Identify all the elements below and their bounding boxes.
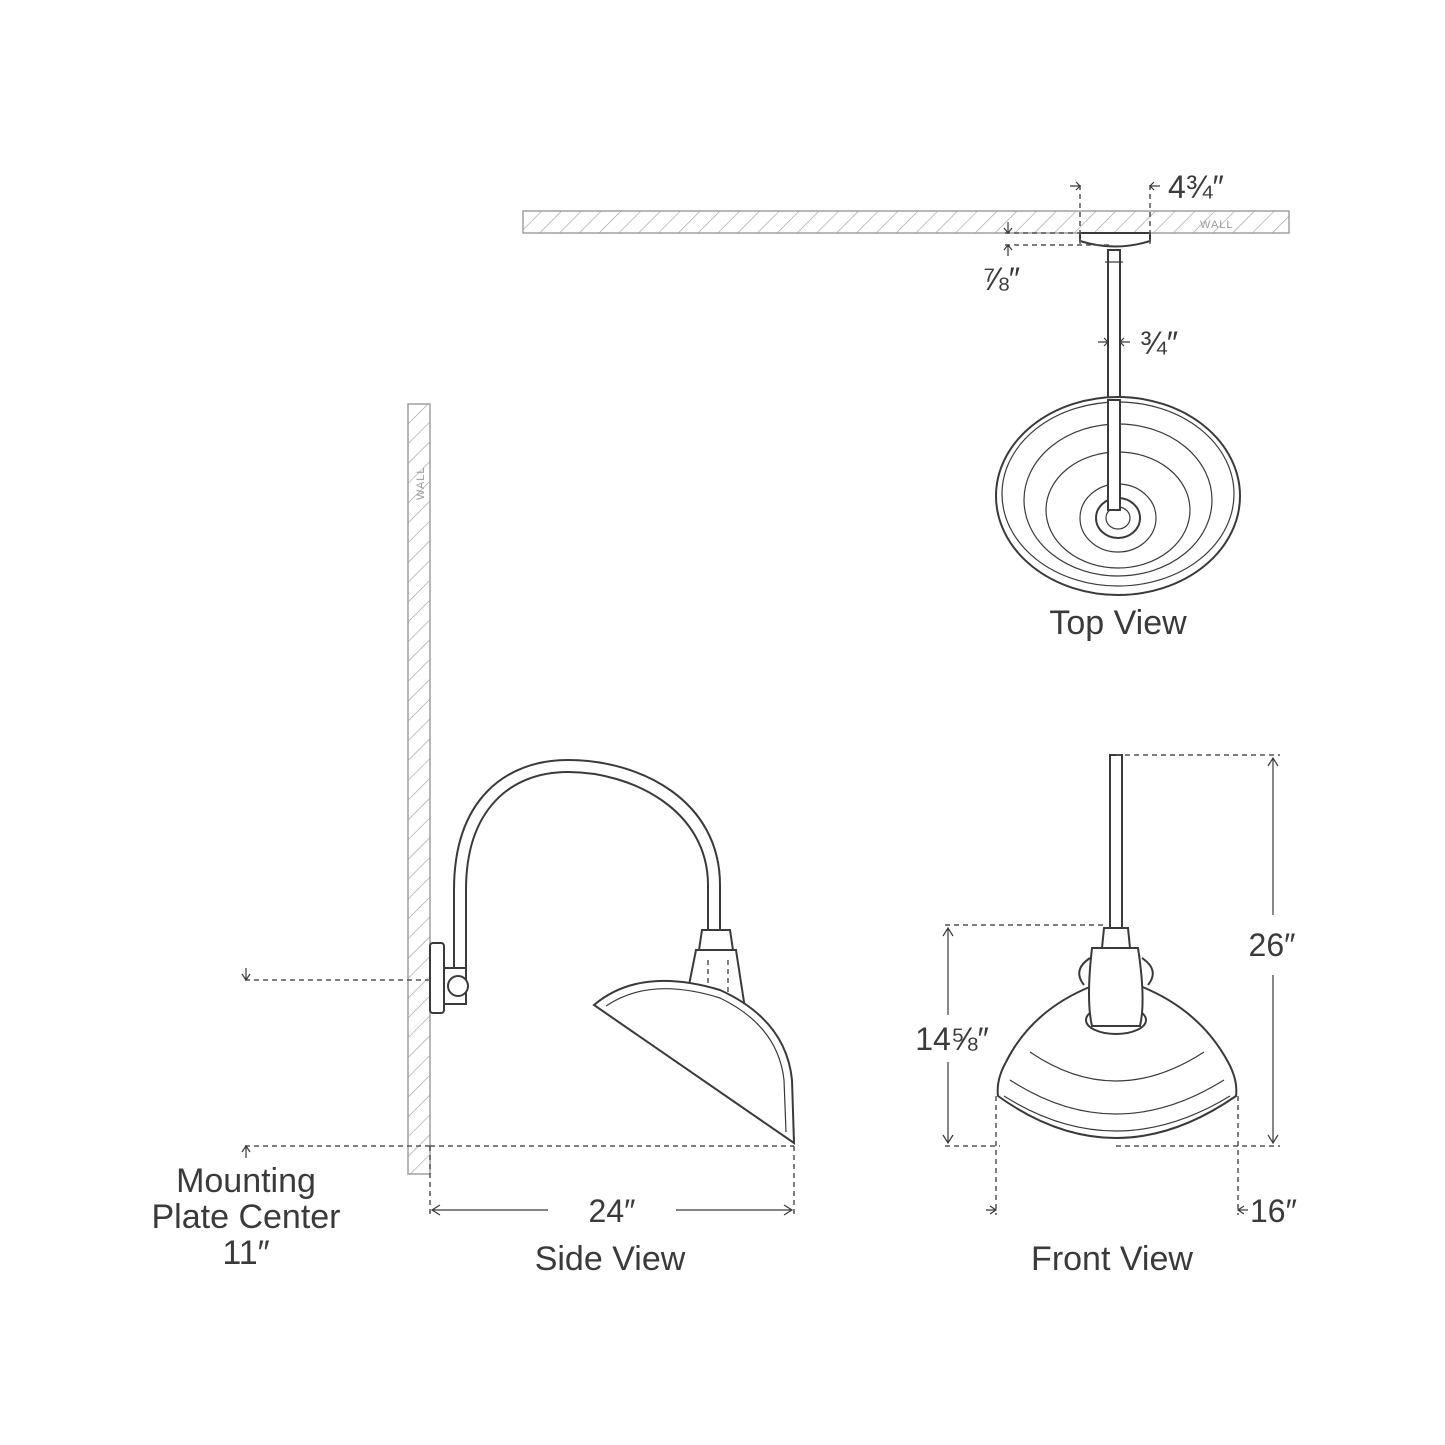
top-rod-label: ¾″: [1140, 325, 1178, 361]
top-shade: [995, 396, 1241, 596]
front-rod: [1109, 754, 1123, 931]
side-shade: [592, 929, 796, 1145]
side-mount-label-1: Mounting: [176, 1162, 316, 1200]
side-wall-label: WALL: [415, 466, 427, 500]
front-shade-height-dimension: 14⅝″: [915, 924, 1104, 1147]
top-rod-dimension: ¾″: [1098, 325, 1178, 361]
top-view: WALL 4¾″: [522, 169, 1290, 642]
side-mount-dimension: Mounting Plate Center 11″: [152, 968, 430, 1272]
side-backplate: [429, 942, 445, 1014]
side-extension-label: 24″: [589, 1193, 636, 1229]
front-overall-height-label: 26″: [1249, 927, 1296, 963]
side-view-title: Side View: [535, 1240, 686, 1278]
front-overall-height-dimension: 26″: [1116, 754, 1296, 1147]
front-shade: [996, 947, 1238, 1139]
side-view: WALL Mounting Plate Center 11: [152, 403, 796, 1278]
front-view-title: Front View: [1031, 1240, 1193, 1278]
side-mount-label-2: Plate Center: [152, 1198, 341, 1236]
top-canopy-width-label: 4¾″: [1168, 169, 1224, 205]
side-gooseneck-arm: [453, 758, 721, 968]
front-width-label: 16″: [1250, 1193, 1297, 1229]
top-depth-label: ⅞″: [982, 261, 1020, 297]
side-wall: [407, 403, 431, 1175]
front-shade-height-label: 14⅝″: [915, 1021, 989, 1057]
side-extension-dimension: 24″: [429, 1145, 795, 1229]
top-view-title: Top View: [1049, 604, 1187, 642]
top-depth-dimension: ⅞″: [982, 222, 1110, 297]
top-wall: [522, 210, 1290, 234]
side-knuckle: [443, 967, 469, 1005]
front-width-dimension: 16″: [986, 1096, 1297, 1229]
front-view: 26″ 14⅝″ 16″ Front View: [915, 754, 1297, 1278]
top-wall-label: WALL: [1200, 219, 1234, 231]
side-mount-value: 11″: [222, 1234, 269, 1272]
top-canopy-dimension: 4¾″: [1070, 169, 1224, 245]
